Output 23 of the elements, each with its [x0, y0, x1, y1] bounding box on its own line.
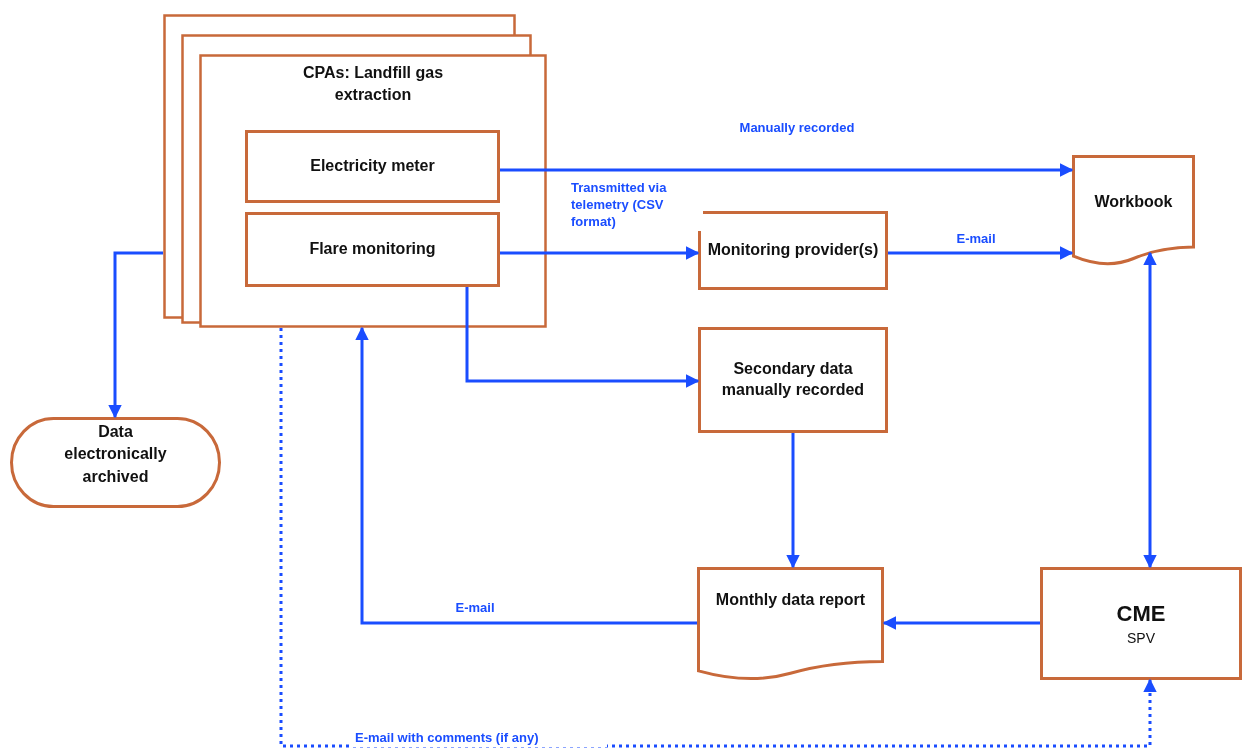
node-text: Workbook [1093, 192, 1174, 212]
arrow [500, 246, 700, 260]
arrow [465, 287, 700, 388]
arrow [786, 433, 800, 569]
box-title: CME [1116, 600, 1166, 629]
process-box: Electricity meter [245, 130, 500, 203]
group-title: CPAs: Landfill gas extraction [301, 63, 445, 106]
node-text: Monthly data report [714, 590, 867, 610]
arrow [888, 246, 1074, 260]
process-box: Secondary data manually recorded [698, 327, 888, 433]
node-text: Data electronically archived [63, 422, 168, 487]
process-box: Monitoring provider(s) [698, 211, 888, 290]
arrow [355, 326, 697, 625]
edge-label: E-mail with comments (if any) [353, 730, 607, 747]
dotted-arrow [279, 328, 1157, 748]
process-box: Flare monitoring [245, 212, 500, 287]
edge-label: Transmitted via telemetry (CSV format) [569, 180, 703, 231]
arrow [882, 616, 1040, 630]
arrow [1143, 251, 1157, 569]
process-box [1040, 567, 1242, 680]
arrow [108, 251, 163, 419]
box-subtitle: SPV [1127, 628, 1155, 647]
arrow [500, 163, 1074, 177]
